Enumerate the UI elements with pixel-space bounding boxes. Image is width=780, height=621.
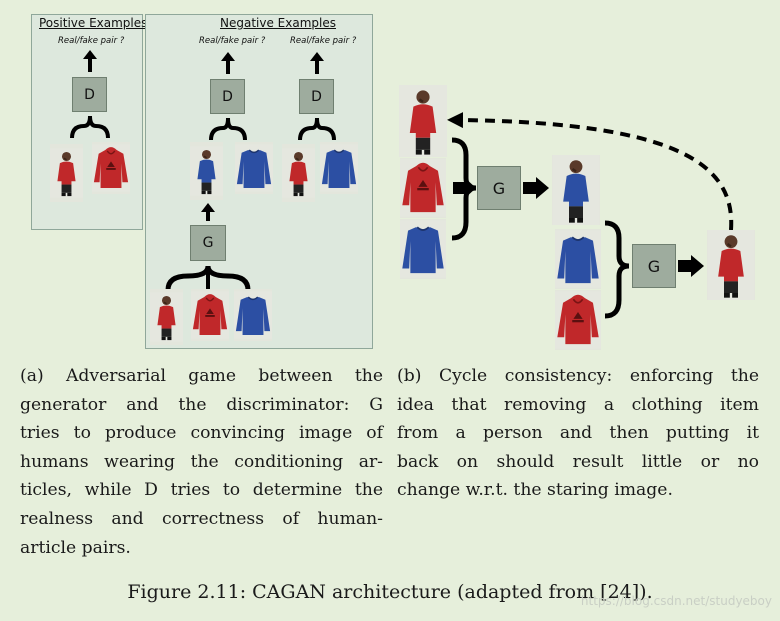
negative-examples-title: Negative Examples (220, 16, 336, 30)
person-red-hoodie-icon (282, 144, 315, 202)
positive-examples-title: Positive Examples (39, 16, 148, 30)
blue-sweater-icon (320, 142, 358, 194)
red-hoodie-icon (400, 158, 446, 218)
caption-b-line: idea that removing a clothing item (397, 394, 759, 415)
brace-icon (604, 220, 630, 319)
caption-a-line: (a) Adversarial game between the (20, 366, 383, 386)
caption-a: (a) Adversarial game between the generato… (20, 362, 383, 562)
caption-a-line: generator and the discriminator: G (20, 394, 383, 415)
dashed-return-arrow (447, 112, 734, 231)
person-blue-sweater-icon (552, 155, 600, 225)
watermark: https://blog.csdn.net/studyeboy (580, 594, 772, 608)
cycle-generator-box-2: G (632, 244, 676, 288)
brace-icon (165, 265, 251, 291)
caption-a-line: tries to produce convincing image of (20, 423, 383, 444)
negative-question-left-label: Real/fake pair ? (199, 36, 266, 46)
positive-discriminator-box: D (72, 77, 107, 112)
person-red-hoodie-icon (399, 85, 447, 157)
brace-icon (70, 115, 110, 139)
positive-question-label: Real/fake pair ? (58, 36, 125, 46)
person-blue-sweater-icon (190, 142, 223, 200)
caption-a-line: ticles, while D tries to determine the (20, 480, 383, 501)
person-red-hoodie-icon (50, 144, 83, 202)
person-red-hoodie-icon (707, 230, 755, 300)
caption-b-line: change w.r.t. the staring image. (397, 480, 673, 501)
brace-icon (209, 117, 247, 141)
arrow-icon (678, 255, 704, 277)
negative-generator-box: G (190, 225, 226, 261)
caption-a-line: realness and correctness of human- (20, 508, 383, 529)
caption-b-line: (b) Cycle consistency: enforcing the (397, 366, 759, 386)
caption-a-line: humans wearing the conditioning ar- (20, 451, 383, 472)
caption-a-line: article pairs. (20, 537, 131, 558)
person-red-hoodie-icon (150, 289, 183, 345)
blue-sweater-icon (555, 229, 601, 289)
red-hoodie-icon (555, 290, 601, 350)
cycle-generator-box-1: G (477, 166, 521, 210)
caption-b-line: from a person and then putting it (397, 423, 759, 444)
blue-sweater-icon (400, 219, 446, 279)
arrow-icon (221, 52, 235, 74)
arrow-icon (201, 203, 215, 221)
blue-sweater-icon (234, 289, 272, 341)
negative-question-right-label: Real/fake pair ? (290, 36, 357, 46)
arrow-icon (523, 177, 549, 199)
blue-sweater-icon (235, 142, 273, 194)
arrow-icon (83, 50, 97, 72)
caption-b-line: back on should result little or no (397, 451, 759, 472)
red-hoodie-icon (191, 289, 229, 341)
arrow-icon (310, 52, 324, 74)
red-hoodie-icon (92, 142, 130, 194)
arrow-icon (453, 177, 476, 199)
brace-icon (298, 117, 336, 141)
negative-discriminator-box-right: D (299, 79, 334, 114)
caption-b: (b) Cycle consistency: enforcing the idea… (397, 362, 759, 505)
figure-caption: Figure 2.11: CAGAN architecture (adapted… (127, 581, 653, 603)
negative-discriminator-box-left: D (210, 79, 245, 114)
